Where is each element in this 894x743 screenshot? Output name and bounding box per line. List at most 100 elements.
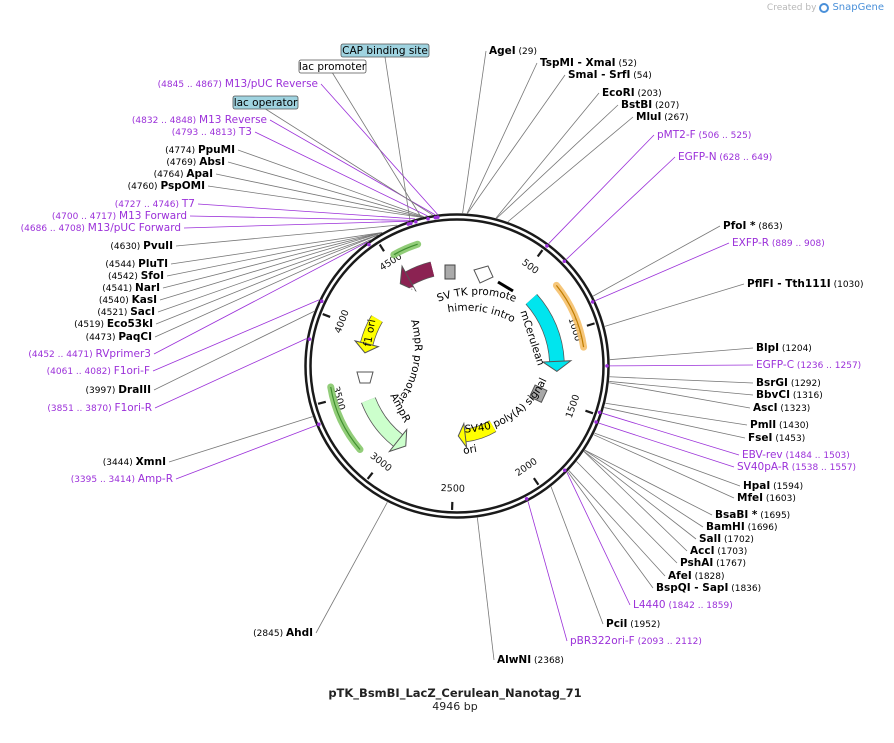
restriction-site-pcii[interactable]: PciI (1952) [606, 618, 660, 630]
restriction-site-bamhi[interactable]: BamHI (1696) [706, 521, 778, 533]
restriction-site-mfei[interactable]: MfeI (1603) [737, 492, 796, 504]
restriction-site-pspomi[interactable]: (4760) PspOMI [128, 180, 205, 192]
primer-leader-line [527, 501, 568, 642]
primer-range: (4793 .. 4813) [172, 128, 239, 138]
restriction-site-bsrgi[interactable]: BsrGI (1292) [756, 377, 821, 389]
primer-egfp-n[interactable]: EGFP-N (628 .. 649) [678, 151, 772, 163]
primer-m13-puc-forward[interactable]: (4686 .. 4708) M13/pUC Forward [21, 222, 181, 234]
restriction-site-pvuii[interactable]: (4630) PvuII [110, 240, 173, 252]
site-name: PluTI [138, 258, 168, 270]
restriction-site-pmli[interactable]: PmlI (1430) [750, 419, 809, 431]
restriction-site-sali[interactable]: SalI (1702) [699, 533, 754, 545]
restriction-site-absi[interactable]: (4769) AbsI [166, 156, 225, 168]
site-leader-line [462, 50, 487, 214]
primer-m13-reverse[interactable]: (4832 .. 4848) M13 Reverse [132, 114, 267, 126]
restriction-site-acci[interactable]: AccI (1703) [690, 545, 747, 557]
primer-pmt2-f[interactable]: pMT2-F (506 .. 525) [657, 129, 751, 141]
site-leader-line [170, 232, 383, 265]
restriction-site-pflfi[interactable]: PflFI - Tth111I (1030) [747, 278, 864, 290]
boxed-feature-cap-binding-site[interactable]: CAP binding site [340, 43, 430, 58]
restriction-site-fsei[interactable]: FseI (1453) [748, 432, 805, 444]
site-leader-line [594, 432, 741, 487]
restriction-site-ahdi[interactable]: (2845) AhdI [253, 627, 313, 639]
tick-mark [322, 313, 331, 318]
primer-ebv-rev[interactable]: EBV-rev (1484 .. 1503) [742, 449, 850, 461]
restriction-site-nari[interactable]: (4541) NarI [102, 282, 160, 294]
site-leader-line [166, 232, 382, 277]
restriction-site-agei[interactable]: AgeI (29) [489, 45, 537, 57]
restriction-site-afei[interactable]: AfeI (1828) [668, 570, 725, 582]
site-pos: (2845) [253, 629, 286, 639]
restriction-site-saci[interactable]: (4521) SacI [97, 306, 155, 318]
primer-binding-mark [367, 242, 371, 247]
restriction-site-alwni[interactable]: AlwNI (2368) [497, 654, 564, 666]
restriction-site-xmni[interactable]: (3444) XmnI [103, 456, 166, 468]
site-label: SalI (1702) [699, 533, 754, 545]
primer-l4440[interactable]: L4440 (1842 .. 1859) [633, 599, 733, 611]
primer-label: (4845 .. 4867) M13/pUC Reverse [158, 78, 318, 90]
primer-f1ori-r[interactable]: (3851 .. 3870) F1ori-R [47, 402, 152, 414]
site-dash: - Tth111I [774, 278, 831, 290]
primer-m13-forward[interactable]: (4700 .. 4717) M13 Forward [52, 210, 187, 222]
site-name: PshAI [680, 557, 713, 569]
restriction-site-sfoi[interactable]: (4542) SfoI [108, 270, 164, 282]
site-label: BlpI (1204) [756, 342, 812, 354]
restriction-site-hpai[interactable]: HpaI (1594) [743, 480, 803, 492]
restriction-site-bspqi[interactable]: BspQI - SapI (1836) [656, 582, 761, 594]
restriction-site-bsabi[interactable]: BsaBI * (1695) [715, 509, 790, 521]
restriction-site-mlui[interactable]: MluI (267) [636, 111, 689, 123]
primer-rvprimer3[interactable]: (4452 .. 4471) RVprimer3 [28, 348, 151, 360]
primer-m13-puc-reverse[interactable]: (4845 .. 4867) M13/pUC Reverse [158, 78, 318, 90]
site-pos: (4541) [102, 284, 135, 294]
primer-t7[interactable]: (4727 .. 4746) T7 [115, 198, 195, 210]
primer-name: Amp-R [138, 473, 173, 485]
restriction-site-pshai[interactable]: PshAI (1767) [680, 557, 746, 569]
primer-binding-mark [562, 468, 567, 473]
primer-egfp-c[interactable]: EGFP-C (1236 .. 1257) [756, 359, 861, 371]
restriction-site-pfoi[interactable]: PfoI * (863) [723, 220, 783, 232]
primer-leader-line [609, 364, 754, 367]
sv40-signal-marker [528, 384, 548, 403]
restriction-site-ppumi[interactable]: (4774) PpuMI [165, 144, 235, 156]
restriction-site-bstbi[interactable]: BstBI (207) [621, 99, 679, 111]
restriction-site-ecori[interactable]: EcoRI (203) [602, 87, 662, 99]
primer-name: L4440 [633, 599, 666, 611]
restriction-site-tspmi[interactable]: TspMI - XmaI (52) [540, 57, 637, 69]
restriction-site-blpi[interactable]: BlpI (1204) [756, 342, 812, 354]
restriction-site-asci[interactable]: AscI (1323) [753, 402, 810, 414]
site-pos: (1204) [779, 344, 812, 354]
primer-label: L4440 (1842 .. 1859) [633, 599, 733, 611]
primer-leader-line [189, 215, 410, 221]
ori-arrow [464, 420, 496, 442]
primer-name: pBR322ori-F [570, 635, 635, 647]
primer-pbr322ori-f[interactable]: pBR322ori-F (2093 .. 2112) [570, 635, 702, 647]
feature-arrows [327, 240, 588, 454]
boxed-feature-lac-operator[interactable]: lac operator [232, 95, 299, 110]
primer-sv40pa-r[interactable]: SV40pA-R (1538 .. 1557) [737, 461, 856, 473]
restriction-site-eco53ki[interactable]: (4519) Eco53kI [74, 318, 153, 330]
restriction-site-smai[interactable]: SmaI - SrfI (54) [568, 69, 652, 81]
primer-t3[interactable]: (4793 .. 4813) T3 [172, 126, 252, 138]
primer-binding-mark [307, 337, 312, 341]
site-pos: (1430) [776, 421, 809, 431]
site-name: PciI [606, 618, 627, 630]
site-name: FseI [748, 432, 772, 444]
primer-f1ori-f[interactable]: (4061 .. 4082) F1ori-F [47, 365, 150, 377]
restriction-site-kasi[interactable]: (4540) KasI [99, 294, 157, 306]
boxed-label-text: CAP binding site [342, 45, 428, 57]
restriction-site-draiii[interactable]: (3997) DraIII [86, 384, 152, 396]
primer-amp-r[interactable]: (3395 .. 3414) Amp-R [71, 473, 173, 485]
primer-binding-mark [562, 259, 567, 264]
site-name: PaqCI [118, 331, 152, 343]
primer-range: (1484 .. 1503) [783, 451, 850, 461]
restriction-site-bbvci[interactable]: BbvCI (1316) [756, 389, 823, 401]
boxed-feature-lac-promoter[interactable]: lac promoter [298, 59, 367, 74]
restriction-site-apai[interactable]: (4764) ApaI [154, 168, 213, 180]
restriction-site-paqci[interactable]: (4473) PaqCI [86, 331, 152, 343]
tick-label: 4000 [333, 308, 352, 335]
primer-leader-line [598, 422, 735, 468]
primer-exfp-r[interactable]: EXFP-R (889 .. 908) [732, 237, 825, 249]
restriction-site-pluti[interactable]: (4544) PluTI [105, 258, 168, 270]
site-label: AlwNI (2368) [497, 654, 564, 666]
site-leader-line [496, 104, 619, 219]
